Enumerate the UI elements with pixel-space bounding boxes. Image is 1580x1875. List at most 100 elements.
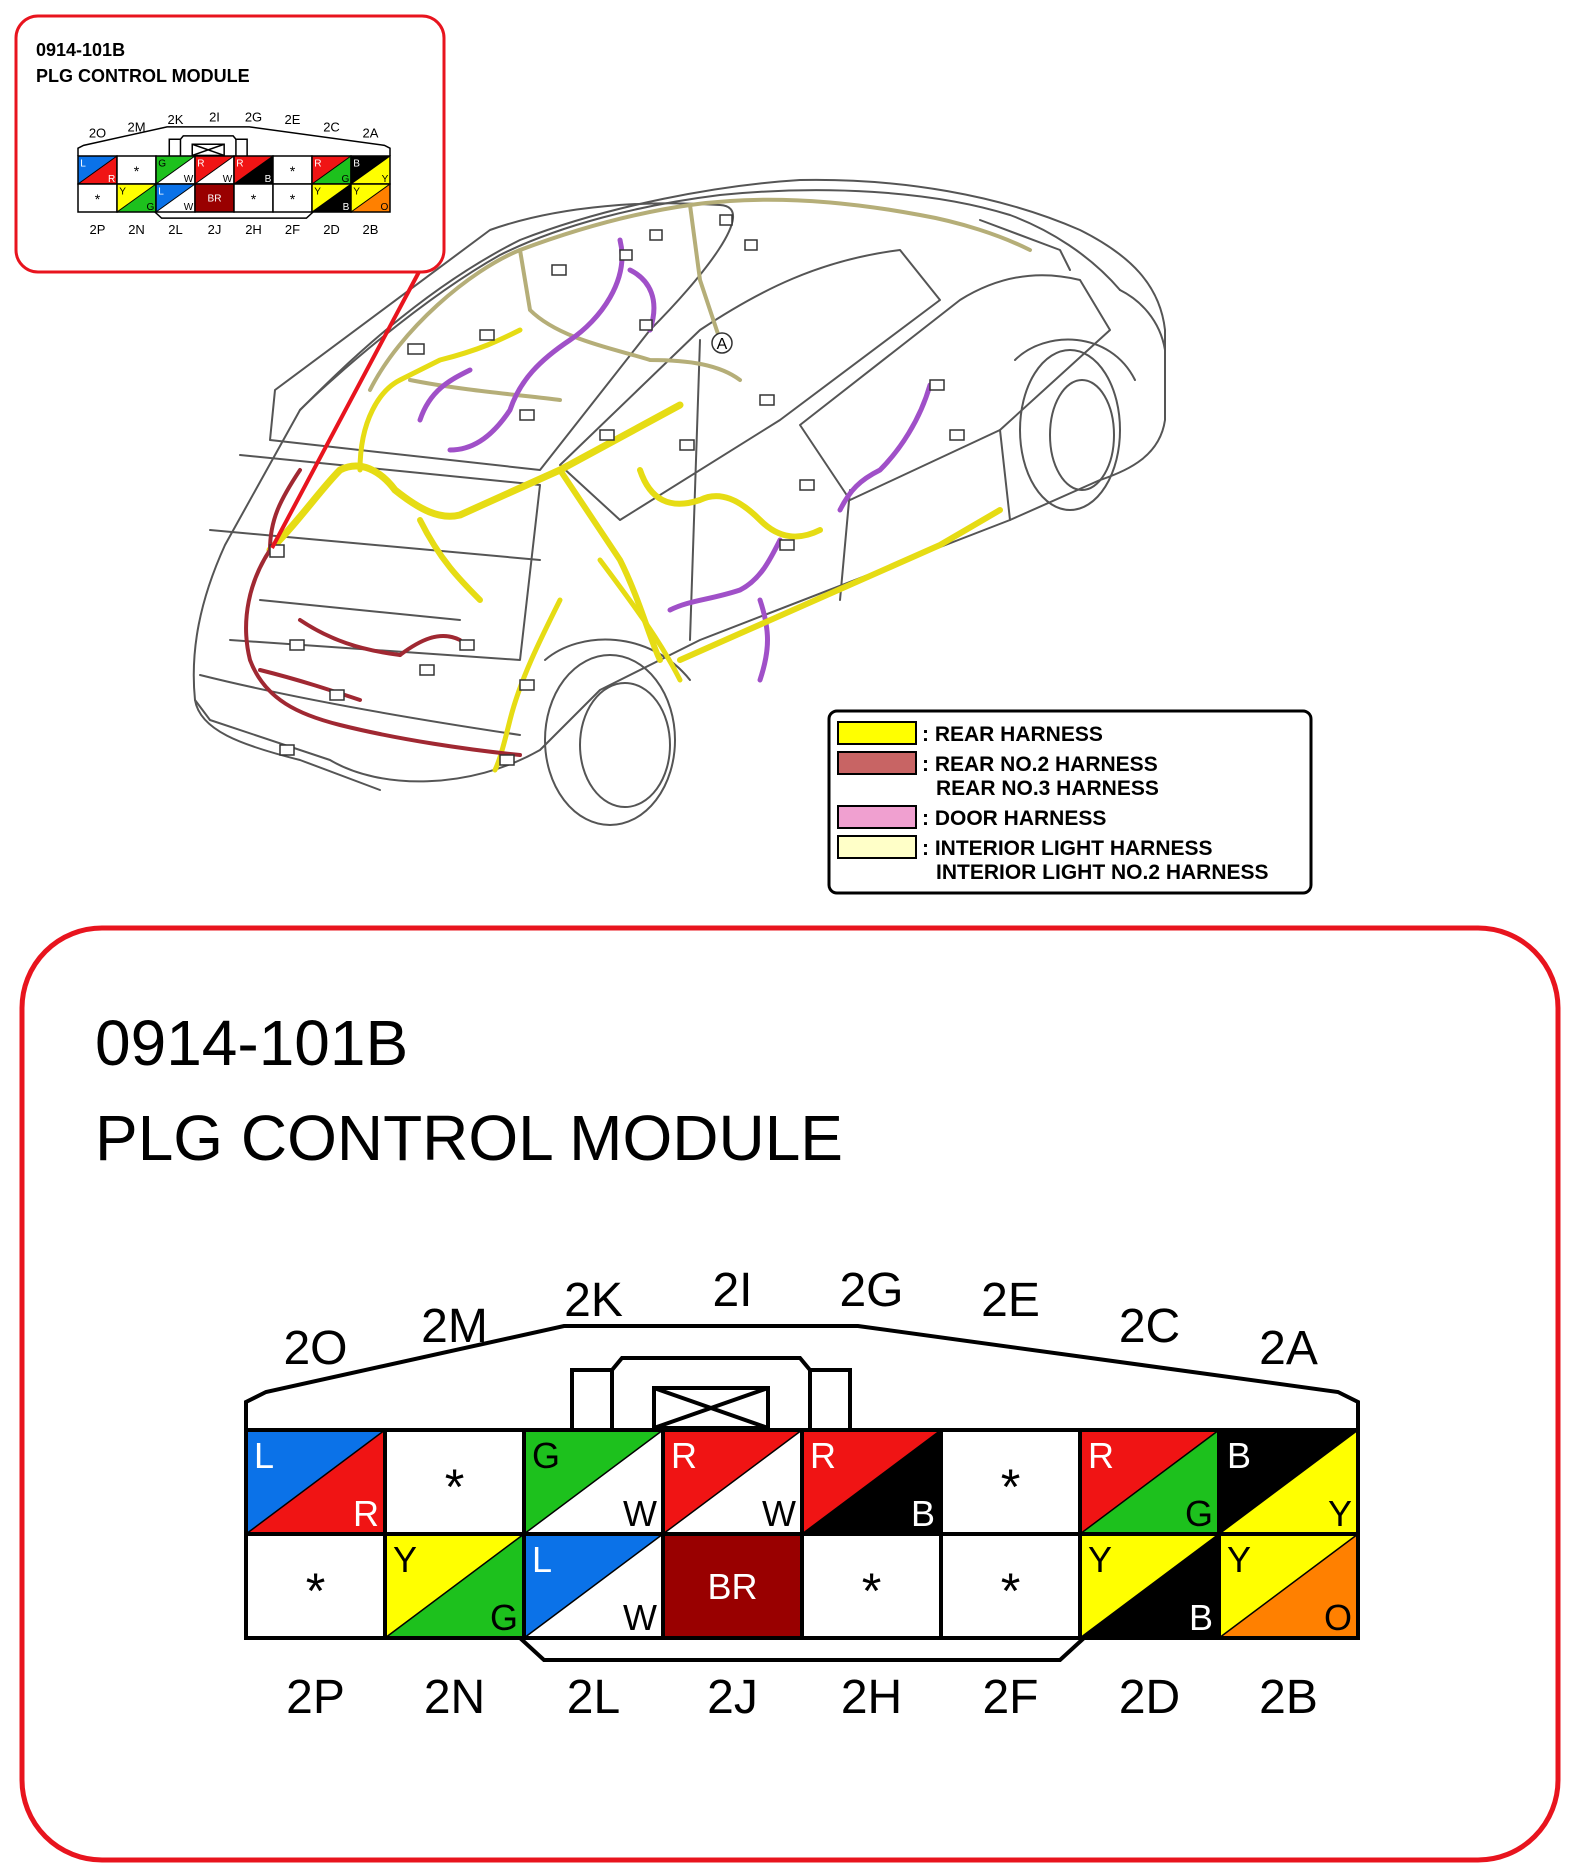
pin-unused: * bbox=[306, 1562, 326, 1619]
pin-cell: * bbox=[383, 1428, 526, 1536]
pin-label-bottom: 2B bbox=[1259, 1671, 1318, 1724]
pin-unused: * bbox=[134, 163, 140, 179]
small-connector-name: PLG CONTROL MODULE bbox=[36, 66, 250, 86]
pin-label-top: 2M bbox=[421, 1300, 488, 1353]
pin-label-top: 2G bbox=[839, 1264, 903, 1317]
pin-color-primary: Y bbox=[1088, 1539, 1112, 1580]
legend-item: : REAR HARNESS bbox=[837, 721, 1103, 746]
connector-code: 0914-101B bbox=[95, 1007, 408, 1079]
pin-label-bottom: 2H bbox=[245, 222, 262, 237]
pin-color-stripe: Y bbox=[1328, 1493, 1352, 1534]
pin-cell: * bbox=[77, 183, 118, 213]
pin-color-stripe: W bbox=[184, 174, 194, 185]
pin-color-stripe: R bbox=[108, 174, 115, 185]
pin-cell: LR bbox=[244, 1428, 387, 1536]
pin-label-top: 2I bbox=[209, 109, 220, 124]
pin-label-bottom: 2D bbox=[323, 222, 340, 237]
pin-cell: YG bbox=[116, 183, 157, 213]
pin-label-top: 2O bbox=[283, 1322, 347, 1375]
pin-label-top: 2O bbox=[89, 126, 106, 141]
pin-unused: * bbox=[251, 191, 257, 207]
legend-swatch bbox=[837, 835, 917, 859]
pin-cell: YB bbox=[311, 183, 352, 213]
pin-color-primary: BR bbox=[207, 194, 221, 205]
legend-label: REAR NO.3 HARNESS bbox=[936, 777, 1159, 800]
pin-unused: * bbox=[445, 1458, 465, 1515]
pin-color-primary: Y bbox=[393, 1539, 417, 1580]
legend-label: : INTERIOR LIGHT HARNESS bbox=[922, 837, 1213, 860]
harness-wiring bbox=[244, 197, 1032, 773]
pin-cell: RB bbox=[233, 155, 274, 185]
pin-unused: * bbox=[862, 1562, 882, 1619]
pin-color-primary: L bbox=[254, 1435, 274, 1476]
pin-label-top: 2E bbox=[981, 1274, 1040, 1327]
pin-unused: * bbox=[1001, 1458, 1021, 1515]
location-marker-a: A bbox=[711, 332, 733, 354]
pin-label-top: 2K bbox=[564, 1274, 623, 1327]
connector-name: PLG CONTROL MODULE bbox=[95, 1102, 843, 1174]
pin-color-stripe: G bbox=[490, 1597, 518, 1638]
pin-unused: * bbox=[290, 163, 296, 179]
pin-color-primary: L bbox=[532, 1539, 552, 1580]
pin-color-primary: Y bbox=[1227, 1539, 1251, 1580]
pin-label-top: 2G bbox=[245, 109, 262, 124]
pin-cell: RW bbox=[661, 1428, 804, 1536]
legend-label: : REAR NO.2 HARNESS bbox=[922, 753, 1158, 776]
pin-label-bottom: 2N bbox=[128, 222, 145, 237]
pin-cell: * bbox=[272, 155, 313, 185]
connector-housing-bottom bbox=[154, 211, 314, 219]
pin-color-stripe: B bbox=[343, 202, 350, 213]
legend-label: INTERIOR LIGHT NO.2 HARNESS bbox=[936, 861, 1269, 884]
pin-color-primary: B bbox=[1227, 1435, 1251, 1476]
pin-cell: RG bbox=[311, 155, 352, 185]
small-connector-code: 0914-101B bbox=[36, 40, 125, 60]
pin-cell: GW bbox=[155, 155, 196, 185]
pin-color-primary: Y bbox=[353, 187, 360, 198]
pin-cell: * bbox=[116, 155, 157, 185]
pin-color-stripe: W bbox=[623, 1493, 657, 1534]
pin-color-stripe: B bbox=[265, 174, 272, 185]
pin-cell: RG bbox=[1078, 1428, 1221, 1536]
pin-cell: * bbox=[244, 1532, 387, 1640]
pin-color-stripe: O bbox=[380, 202, 388, 213]
pin-cell: RB bbox=[800, 1428, 943, 1536]
pin-label-top: 2M bbox=[127, 119, 145, 134]
pin-label-bottom: 2B bbox=[363, 222, 379, 237]
pin-label-top: 2E bbox=[285, 112, 301, 127]
pin-label-top: 2C bbox=[1119, 1300, 1180, 1353]
pin-color-stripe: W bbox=[184, 202, 194, 213]
pin-cell: BY bbox=[350, 155, 391, 185]
pin-cell: LW bbox=[155, 183, 196, 213]
pin-color-stripe: G bbox=[341, 174, 349, 185]
pin-color-stripe: W bbox=[762, 1493, 796, 1534]
pin-color-primary: BR bbox=[707, 1566, 757, 1607]
pin-color-primary: Y bbox=[314, 187, 321, 198]
connector-callout-small: 0914-101B PLG CONTROL MODULE LR*GWRWRB*R… bbox=[14, 14, 446, 274]
pin-cell: * bbox=[800, 1532, 943, 1640]
pin-label-top: 2I bbox=[712, 1264, 752, 1317]
pin-cell: YO bbox=[350, 183, 391, 213]
pin-color-primary: B bbox=[353, 159, 360, 170]
pin-cell: * bbox=[939, 1428, 1082, 1536]
pin-color-primary: L bbox=[80, 159, 86, 170]
pin-color-stripe: G bbox=[146, 202, 154, 213]
pin-cell: YO bbox=[1217, 1532, 1360, 1640]
pin-cell: BY bbox=[1217, 1428, 1360, 1536]
pin-color-primary: L bbox=[158, 187, 164, 198]
pin-label-bottom: 2F bbox=[285, 222, 300, 237]
pin-label-top: 2A bbox=[363, 126, 379, 141]
pin-color-stripe: B bbox=[1189, 1597, 1213, 1638]
pin-label-bottom: 2J bbox=[707, 1671, 758, 1724]
callout-line bbox=[270, 269, 422, 549]
pin-unused: * bbox=[1001, 1562, 1021, 1619]
pin-color-primary: Y bbox=[119, 187, 126, 198]
legend-swatch bbox=[837, 751, 917, 775]
pin-color-stripe: Y bbox=[382, 174, 389, 185]
legend-swatch bbox=[837, 805, 917, 829]
connector-housing-bottom bbox=[518, 1636, 1086, 1662]
pin-label-bottom: 2N bbox=[424, 1671, 485, 1724]
pin-label-bottom: 2J bbox=[208, 222, 222, 237]
pin-label-top: 2K bbox=[168, 112, 184, 127]
